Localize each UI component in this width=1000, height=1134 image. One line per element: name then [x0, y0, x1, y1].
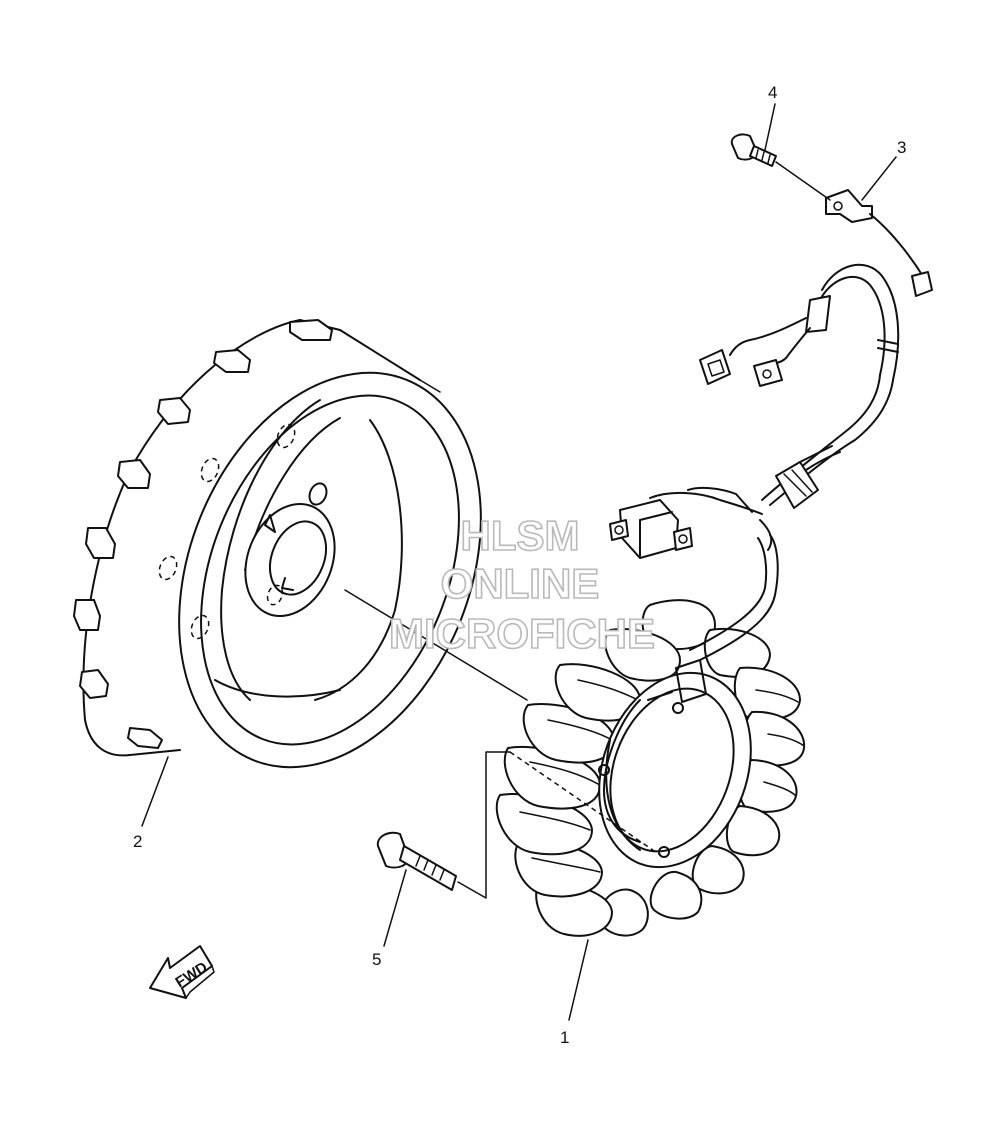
watermark: HLSM ONLINE MICROFICHE — [388, 511, 656, 658]
forward-direction-arrow: FWD — [149, 945, 215, 999]
callout-1: 1 — [560, 1028, 569, 1047]
watermark-line-2: ONLINE — [441, 560, 600, 607]
callout-5: 5 — [372, 950, 381, 969]
wire-clamp-plate[interactable] — [825, 189, 933, 297]
flywheel-rotor[interactable] — [73, 319, 537, 813]
watermark-line-1: HLSM — [461, 512, 580, 559]
wire-harness — [609, 263, 900, 661]
callout-4: 4 — [768, 83, 777, 102]
stator-assembly[interactable] — [495, 599, 806, 937]
callout-2: 2 — [133, 832, 142, 851]
callout-3: 3 — [897, 138, 906, 157]
leader-lines — [141, 103, 897, 1021]
alignment-lines — [344, 379, 661, 899]
screw-small[interactable] — [730, 133, 831, 201]
bolt[interactable] — [376, 831, 457, 891]
stator-coils — [495, 599, 806, 937]
watermark-line-3: MICROFICHE — [389, 610, 655, 657]
